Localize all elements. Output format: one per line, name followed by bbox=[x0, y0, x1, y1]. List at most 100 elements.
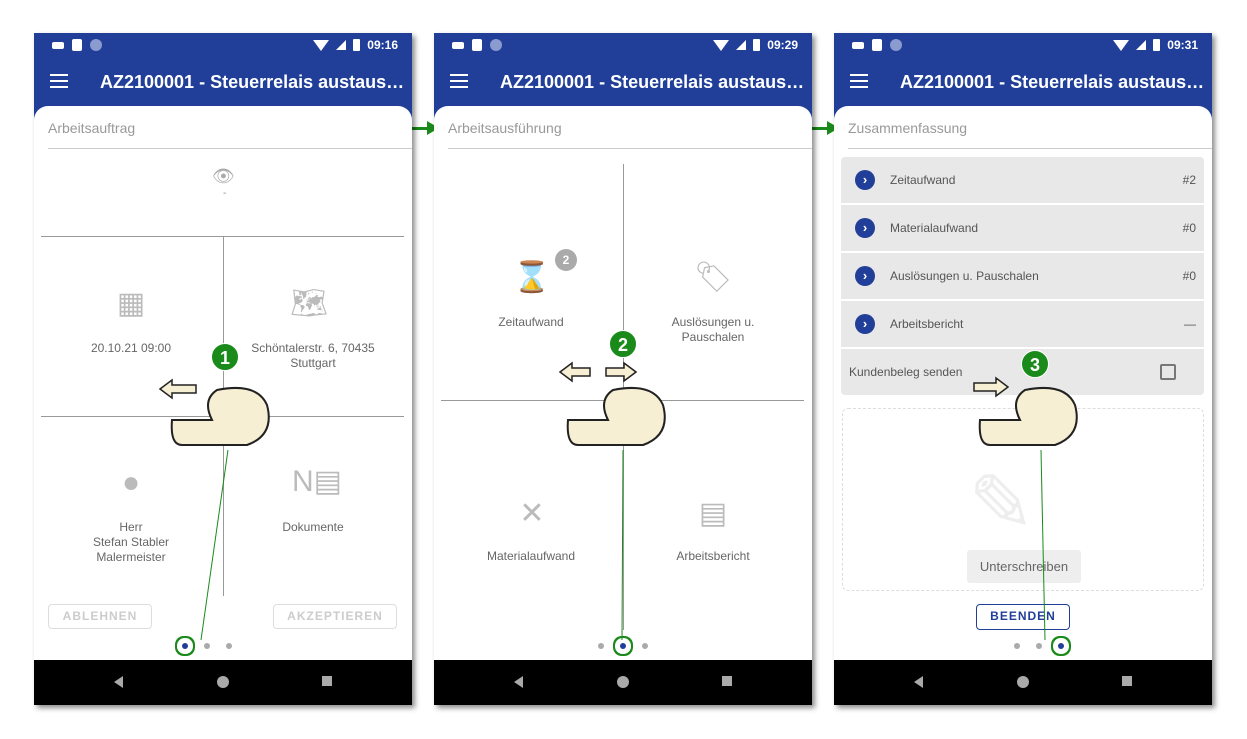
tag-icon[interactable]: 🏷 bbox=[693, 261, 733, 294]
address-line: Stuttgart bbox=[290, 356, 336, 370]
sd-card-icon bbox=[472, 39, 482, 51]
finish-button[interactable]: BEENDEN bbox=[976, 604, 1070, 630]
nav-bar bbox=[34, 660, 412, 705]
summary-row[interactable]: › Materialaufwand #0 bbox=[841, 205, 1204, 251]
divider bbox=[441, 400, 804, 401]
label-line: Pauschalen bbox=[681, 330, 745, 344]
send-receipt-checkbox[interactable] bbox=[1160, 364, 1176, 380]
menu-icon[interactable] bbox=[850, 74, 868, 88]
chevron-right-icon[interactable]: › bbox=[855, 314, 875, 334]
time-effort-label[interactable]: Zeitaufwand bbox=[498, 315, 564, 329]
home-icon[interactable] bbox=[1017, 676, 1029, 688]
section-title: Arbeitsausführung bbox=[448, 120, 812, 149]
clock: 09:29 bbox=[767, 38, 798, 52]
clock: 09:16 bbox=[367, 38, 398, 52]
tools-icon[interactable]: ✕ bbox=[519, 497, 545, 530]
back-icon[interactable] bbox=[114, 676, 123, 688]
battery-icon bbox=[353, 39, 361, 51]
battery-icon bbox=[1153, 39, 1161, 51]
circle-icon bbox=[90, 39, 102, 51]
chevron-right-icon[interactable]: › bbox=[855, 218, 875, 238]
summary-row[interactable]: › Zeitaufwand #2 bbox=[841, 157, 1204, 203]
chevron-right-icon[interactable]: › bbox=[855, 266, 875, 286]
summary-row[interactable]: › Auslösungen u. Pauschalen #0 bbox=[841, 253, 1204, 299]
documents-label[interactable]: Dokumente bbox=[282, 520, 344, 534]
menu-icon[interactable] bbox=[50, 74, 68, 88]
sign-button[interactable]: Unterschreiben bbox=[967, 550, 1081, 583]
status-bar: 09:29 bbox=[434, 33, 812, 60]
home-icon[interactable] bbox=[617, 676, 629, 688]
row-label: Arbeitsbericht bbox=[890, 317, 964, 331]
chevron-right-icon[interactable]: › bbox=[855, 170, 875, 190]
app-title: AZ2100001 - Steuerrelais austaus… bbox=[900, 72, 1205, 92]
row-value: #0 bbox=[1182, 221, 1196, 235]
circle-icon bbox=[490, 39, 502, 51]
status-bar: 09:16 bbox=[34, 33, 412, 60]
recents-icon[interactable] bbox=[322, 676, 332, 686]
contact-line: Malermeister bbox=[96, 550, 166, 564]
step-badge: 3 bbox=[1021, 350, 1049, 378]
recents-icon[interactable] bbox=[722, 676, 732, 686]
contact-line: Herr bbox=[119, 520, 143, 534]
row-label: Materialaufwand bbox=[890, 221, 979, 235]
signal-icon bbox=[336, 40, 347, 50]
person-icon[interactable]: ● bbox=[121, 466, 141, 499]
signal-icon bbox=[736, 40, 747, 50]
eye-icon[interactable]: 👁 bbox=[212, 166, 235, 186]
accept-button[interactable]: AKZEPTIEREN bbox=[273, 604, 397, 629]
nav-bar bbox=[834, 660, 1212, 705]
app-title: AZ2100001 - Steuerrelais austaus… bbox=[100, 72, 405, 92]
row-value: — bbox=[1184, 317, 1196, 331]
signature-pad[interactable]: ✎ Unterschreiben bbox=[842, 408, 1204, 591]
truck-icon bbox=[452, 41, 464, 49]
section-title: Zusammenfassung bbox=[848, 120, 1212, 149]
circle-icon bbox=[890, 39, 902, 51]
row-label: Zeitaufwand bbox=[890, 173, 956, 187]
truck-icon bbox=[852, 41, 864, 49]
report-icon[interactable]: ▤ bbox=[698, 497, 728, 530]
page-indicator[interactable] bbox=[434, 643, 812, 649]
row-label: Auslösungen u. Pauschalen bbox=[890, 269, 1039, 283]
sd-card-icon bbox=[872, 39, 882, 51]
map-icon[interactable]: 🗺 bbox=[289, 287, 329, 320]
report-label[interactable]: Arbeitsbericht bbox=[676, 549, 750, 563]
back-icon[interactable] bbox=[514, 676, 523, 688]
row-value: #0 bbox=[1182, 269, 1196, 283]
page-indicator[interactable] bbox=[866, 643, 1212, 649]
home-icon[interactable] bbox=[217, 676, 229, 688]
documents-icon[interactable]: N▤ bbox=[292, 465, 343, 498]
pencil-icon: ✎ bbox=[968, 459, 1036, 548]
label-line: Auslösungen u. bbox=[671, 315, 755, 329]
wifi-icon bbox=[1113, 39, 1130, 51]
hourglass-icon[interactable]: ⌛ bbox=[513, 261, 551, 294]
status-bar: 09:31 bbox=[834, 33, 1212, 60]
material-label[interactable]: Materialaufwand bbox=[486, 549, 576, 563]
divider bbox=[223, 236, 224, 596]
signal-icon bbox=[1136, 40, 1147, 50]
allowances-label[interactable]: Auslösungen u.Pauschalen bbox=[628, 315, 798, 345]
step-badge: 2 bbox=[609, 330, 637, 358]
sd-card-icon bbox=[72, 39, 82, 51]
divider bbox=[623, 164, 624, 630]
date-label[interactable]: 20.10.21 09:00 bbox=[90, 341, 172, 355]
step-badge: 1 bbox=[211, 343, 239, 371]
app-title: AZ2100001 - Steuerrelais austaus… bbox=[500, 72, 805, 92]
summary-row[interactable]: › Arbeitsbericht — bbox=[841, 301, 1204, 347]
truck-icon bbox=[52, 41, 64, 49]
menu-icon[interactable] bbox=[450, 74, 468, 88]
wifi-icon bbox=[713, 39, 730, 51]
page-indicator[interactable] bbox=[34, 643, 412, 649]
back-icon[interactable] bbox=[914, 676, 923, 688]
battery-icon bbox=[753, 39, 761, 51]
eye-value: - bbox=[223, 188, 227, 199]
calendar-icon[interactable]: ▦ bbox=[116, 287, 146, 320]
recents-icon[interactable] bbox=[1122, 676, 1132, 686]
reject-button[interactable]: ABLEHNEN bbox=[48, 604, 152, 629]
clock: 09:31 bbox=[1167, 38, 1198, 52]
nav-bar bbox=[434, 660, 812, 705]
time-count-badge: 2 bbox=[555, 249, 577, 271]
row-value: #2 bbox=[1182, 173, 1196, 187]
phone-screen-execution: 09:29 AZ2100001 - Steuerrelais austaus… … bbox=[434, 33, 812, 705]
